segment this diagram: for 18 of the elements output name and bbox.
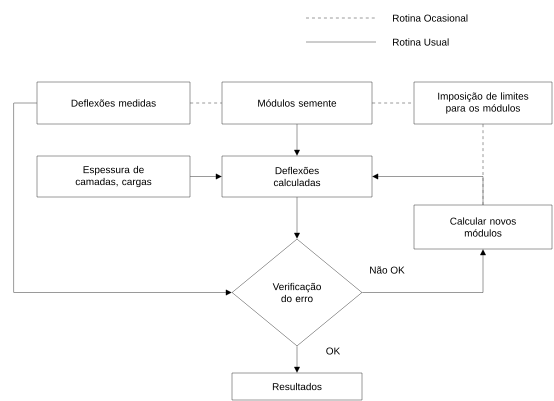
- arrow: [372, 174, 484, 205]
- process-box: Imposição de limites para os módulos: [414, 82, 552, 124]
- process-box: Espessura de camadas, cargas: [36, 156, 190, 198]
- process-box: Deflexões calculadas: [222, 156, 372, 198]
- arrow: [190, 174, 222, 180]
- arrow: [362, 249, 486, 293]
- arrow: [294, 197, 300, 239]
- legend-label: Rotina Ocasional: [393, 14, 468, 22]
- process-box: Calcular novos módulos: [414, 204, 552, 250]
- arrow: [294, 124, 300, 156]
- edge-label: Não OK: [368, 265, 406, 275]
- process-box: Resultados: [232, 372, 362, 400]
- legend-label: Rotina Usual: [393, 38, 449, 46]
- arrow: [294, 346, 300, 373]
- process-box: Deflexões medidas: [36, 82, 190, 124]
- arrow: [14, 102, 232, 296]
- edge-label: OK: [324, 346, 342, 356]
- process-box: Módulos semente: [222, 82, 372, 124]
